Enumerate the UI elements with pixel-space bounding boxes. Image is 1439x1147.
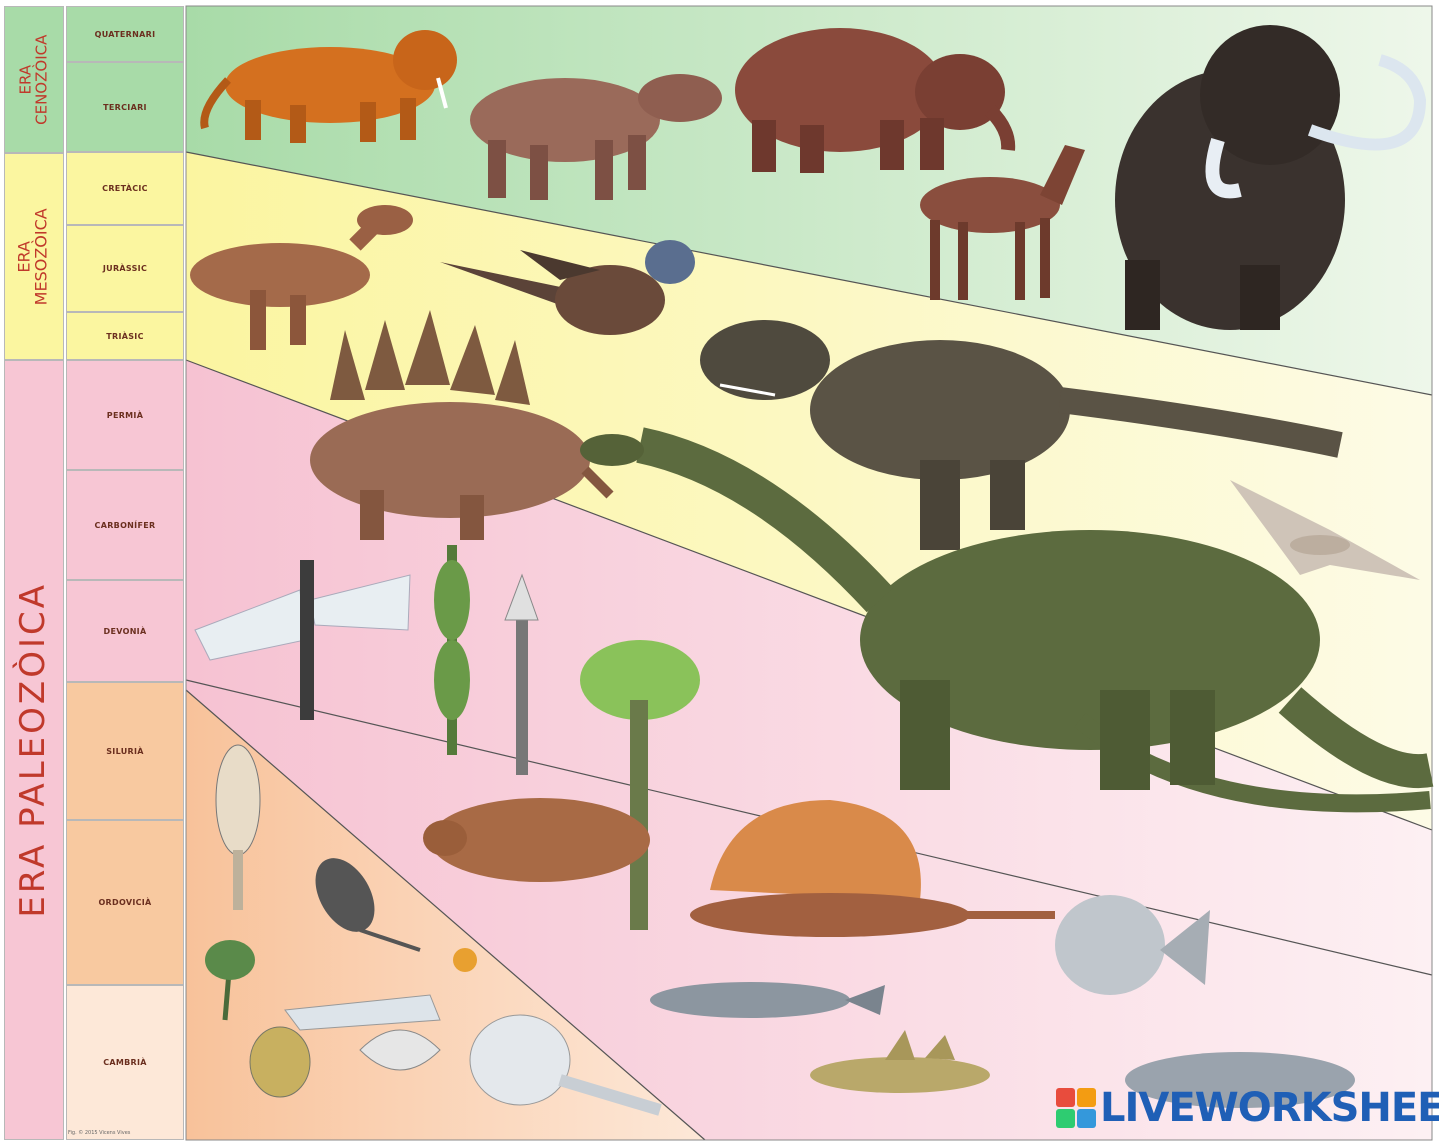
period-label: CARBONÍFER	[95, 521, 156, 530]
period-cell: DEVONIÀ	[66, 580, 184, 682]
period-label: JURÀSSIC	[103, 264, 147, 273]
watermark-text: LIVEWORKSHEETS	[1100, 1085, 1439, 1131]
period-label: PERMIÀ	[107, 411, 143, 420]
era-cenozoic-label: ERA CENOZÒICA	[18, 34, 50, 124]
period-label: ORDOVICIÀ	[98, 898, 151, 907]
period-label: TERCIARI	[103, 103, 147, 112]
period-cell: JURÀSSIC	[66, 225, 184, 312]
period-cell: TERCIARI	[66, 62, 184, 152]
era-mesozoic-cell: ERA MESOZÒICA	[4, 153, 64, 360]
small-shell-illustration	[453, 948, 477, 972]
period-label: QUATERNARI	[95, 30, 156, 39]
period-label: CRETÀCIC	[102, 184, 148, 193]
period-label: CAMBRIÀ	[103, 1058, 147, 1067]
period-label: DEVONIÀ	[104, 627, 147, 636]
era-mesozoic-label: ERA MESOZÒICA	[17, 208, 51, 305]
period-label: SILURIÀ	[106, 747, 143, 756]
trilobite-illustration	[250, 1027, 310, 1097]
liveworksheets-watermark: LIVEWORKSHEETS	[1056, 1083, 1439, 1133]
era-cenozoic-cell: ERA CENOZÒICA	[4, 6, 64, 153]
period-cell: CAMBRIÀ	[66, 985, 184, 1140]
period-cell: SILURIÀ	[66, 682, 184, 820]
period-cell: ORDOVICIÀ	[66, 820, 184, 985]
footer-note: Fig. © 2015 Vicens Vives	[68, 1130, 130, 1136]
period-cell: CRETÀCIC	[66, 152, 184, 225]
era-paleozoic-label: ERA PALEOZÒICA	[16, 582, 52, 918]
period-cell: CARBONÍFER	[66, 470, 184, 580]
period-label: TRIÀSIC	[106, 332, 144, 341]
period-cell: TRIÀSIC	[66, 312, 184, 360]
period-cell: QUATERNARI	[66, 6, 184, 62]
liveworksheets-logo-icon	[1056, 1088, 1096, 1128]
era-paleozoic-cell: ERA PALEOZÒICA	[4, 360, 64, 1140]
period-cell: PERMIÀ	[66, 360, 184, 470]
